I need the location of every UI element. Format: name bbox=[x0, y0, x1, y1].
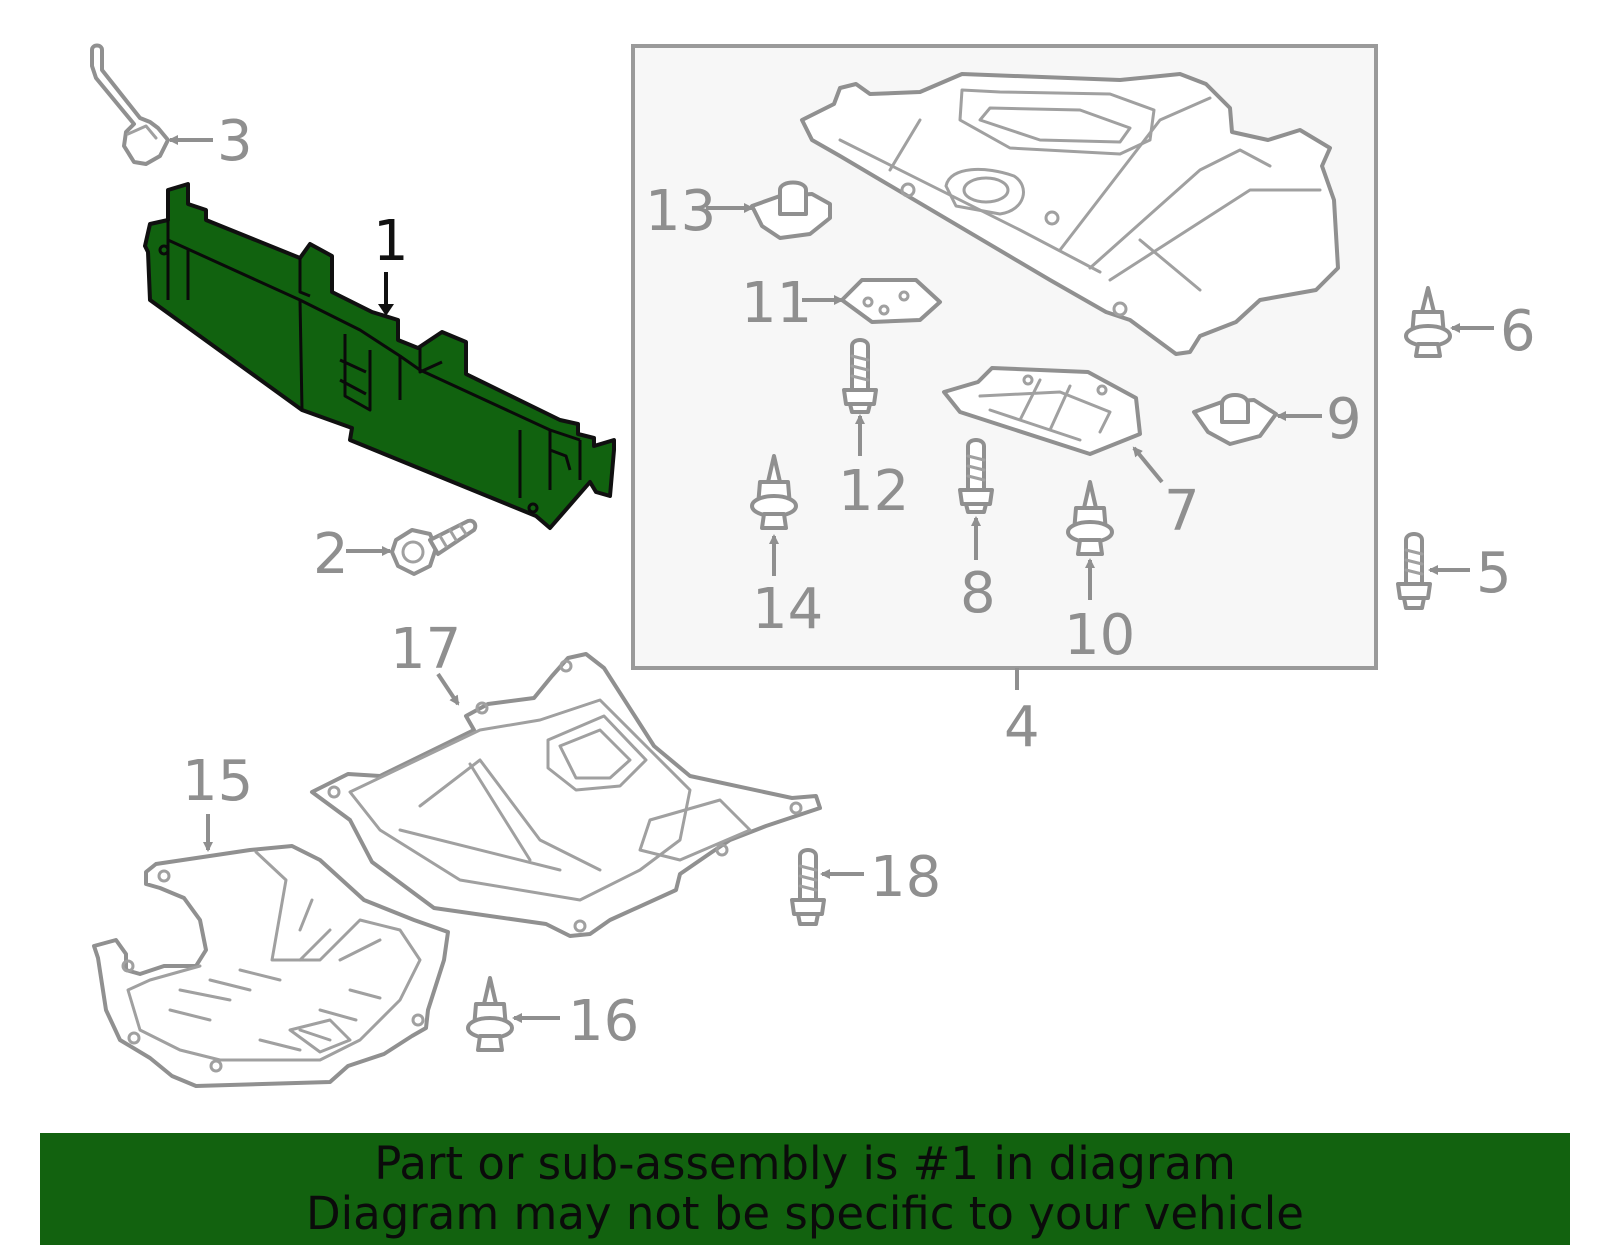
callout-9: 9 bbox=[1326, 387, 1362, 452]
callout-16: 16 bbox=[568, 989, 639, 1054]
part-17-shield bbox=[310, 652, 822, 938]
part-9-clip bbox=[1192, 393, 1278, 446]
callout-4: 4 bbox=[1004, 695, 1040, 760]
disclaimer-banner: Part or sub-assembly is #1 in diagram Di… bbox=[40, 1133, 1570, 1245]
callout-5: 5 bbox=[1476, 541, 1512, 606]
part-7-shield bbox=[942, 366, 1142, 456]
part-18-bolt bbox=[790, 848, 826, 926]
part-5-bolt bbox=[1396, 532, 1432, 610]
part-3-sensor bbox=[90, 43, 170, 166]
callout-15: 15 bbox=[182, 749, 253, 814]
part-16-clip bbox=[466, 976, 514, 1052]
part-6-clip bbox=[1404, 286, 1452, 358]
callout-7: 7 bbox=[1164, 479, 1200, 544]
callout-6: 6 bbox=[1500, 299, 1536, 364]
part-2-bolt bbox=[390, 518, 478, 576]
callout-3: 3 bbox=[217, 109, 253, 174]
part-4-main-shield bbox=[800, 72, 1340, 356]
callout-8: 8 bbox=[960, 561, 996, 626]
arrow-1-head bbox=[378, 304, 394, 316]
part-14-clip bbox=[750, 454, 798, 530]
part-10-clip bbox=[1066, 480, 1114, 556]
part-8-bolt bbox=[958, 438, 994, 514]
part-12-bolt bbox=[842, 338, 878, 414]
callout-1: 1 bbox=[373, 209, 409, 274]
callout-11: 11 bbox=[741, 271, 812, 336]
part-13-clip bbox=[750, 180, 832, 240]
part-15-shield bbox=[92, 844, 450, 1088]
callout-2: 2 bbox=[313, 522, 349, 587]
callout-13: 13 bbox=[645, 179, 716, 244]
callout-12: 12 bbox=[838, 459, 909, 524]
callout-17: 17 bbox=[390, 617, 461, 682]
callout-10: 10 bbox=[1064, 603, 1135, 668]
callout-14: 14 bbox=[752, 577, 823, 642]
arrow-17 bbox=[436, 672, 460, 706]
banner-line-2: Diagram may not be specific to your vehi… bbox=[306, 1187, 1304, 1240]
banner-line-1: Part or sub-assembly is #1 in diagram bbox=[374, 1137, 1236, 1190]
part-1-bracket bbox=[143, 182, 616, 530]
arrow-7 bbox=[1132, 446, 1164, 484]
part-11-plate bbox=[840, 278, 942, 324]
callout-18: 18 bbox=[870, 845, 941, 910]
